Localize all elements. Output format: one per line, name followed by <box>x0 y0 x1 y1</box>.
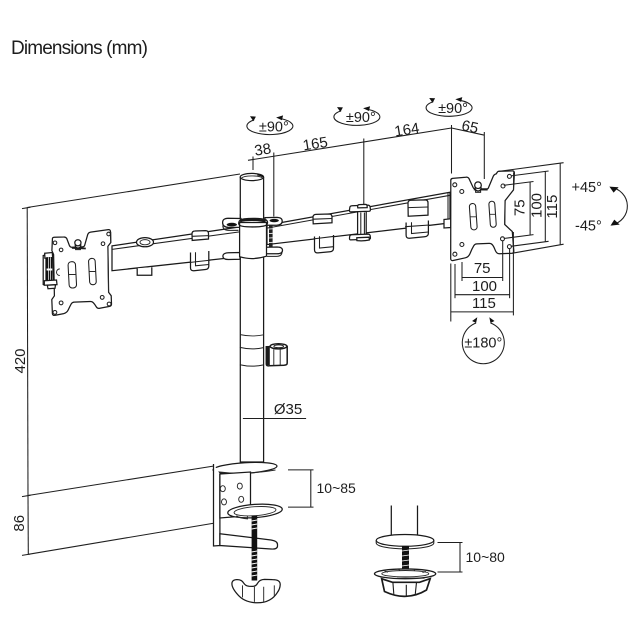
svg-text:±180°: ±180° <box>464 336 502 352</box>
svg-text:±90°: ±90° <box>259 119 289 135</box>
svg-text:86: 86 <box>11 515 28 532</box>
svg-text:38: 38 <box>253 140 272 159</box>
svg-text:Dimensions (mm): Dimensions (mm) <box>11 38 148 59</box>
svg-text:Ø35: Ø35 <box>274 401 302 418</box>
svg-text:+45°: +45° <box>571 180 601 196</box>
svg-text:115: 115 <box>544 195 561 219</box>
svg-text:75: 75 <box>511 199 528 216</box>
svg-text:164: 164 <box>393 120 420 141</box>
svg-text:100: 100 <box>472 278 497 295</box>
svg-text:-45°: -45° <box>575 218 602 234</box>
svg-text:10~85: 10~85 <box>317 480 357 496</box>
svg-text:420: 420 <box>12 348 29 373</box>
svg-text:165: 165 <box>302 134 329 155</box>
svg-text:115: 115 <box>472 295 496 312</box>
svg-text:100: 100 <box>528 193 545 218</box>
svg-text:75: 75 <box>474 260 491 277</box>
svg-text:65: 65 <box>460 117 480 137</box>
svg-text:10~80: 10~80 <box>466 549 506 565</box>
